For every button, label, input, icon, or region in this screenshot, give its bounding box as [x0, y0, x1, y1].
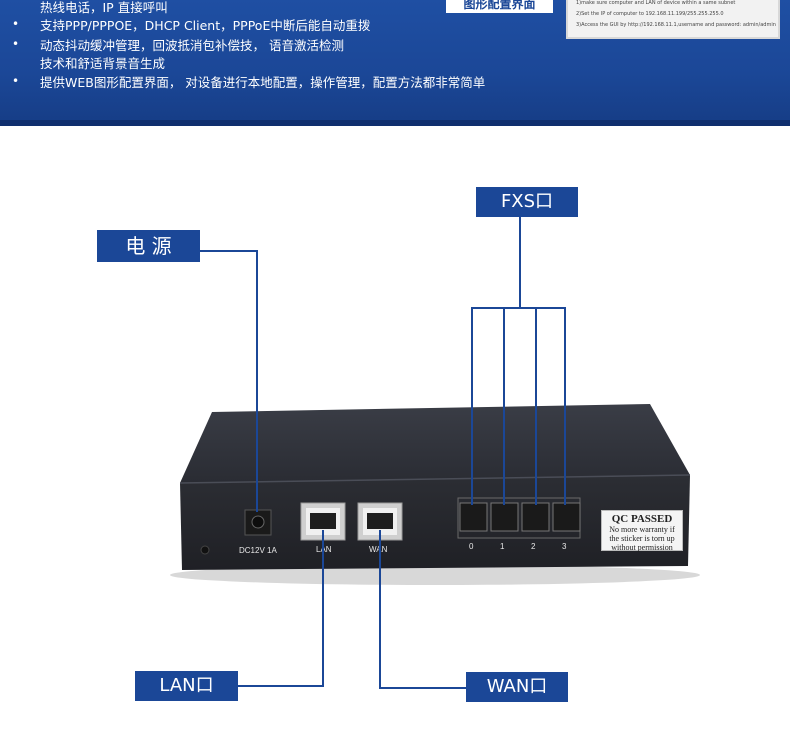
power-leader-h: [200, 250, 257, 252]
fxs-label-0: 0: [469, 542, 474, 551]
qc-line1: No more warranty if: [609, 525, 675, 534]
device-shadow: [170, 565, 700, 585]
feature-line-3: 技术和舒适背景音生成: [40, 56, 166, 71]
web-config-thumbnail: 1)make sure computer and LAN of device w…: [566, 0, 780, 39]
feature-line-1: 支持PPP/PPPOE，DHCP Client，PPPoE中断后能自动重拨: [40, 18, 371, 33]
fxs-leader-2: [535, 307, 537, 505]
wan-leader-h: [379, 687, 467, 689]
fxs-port-0: [459, 502, 488, 532]
qc-title: QC PASSED: [611, 513, 673, 525]
power-callout: 电 源: [97, 230, 200, 262]
fxs-label-1: 1: [500, 542, 505, 551]
fxs-port-3: [552, 502, 581, 532]
fxs-leader-0: [471, 307, 473, 505]
wan-leader-v: [379, 530, 381, 689]
lan-leader-v: [322, 530, 324, 687]
qc-sticker: QC PASSED No more warranty if the sticke…: [601, 510, 683, 552]
device-top: [180, 404, 690, 483]
power-leader-v: [256, 250, 258, 512]
thumb-line-0: 1)make sure computer and LAN of device w…: [576, 0, 736, 6]
fxs-callout: FXS口: [476, 187, 578, 217]
qc-line3: without permission: [611, 543, 673, 552]
qc-line2: the sticker is torn up: [609, 534, 675, 543]
banner-divider: [0, 120, 790, 126]
fxs-leader-bar: [471, 307, 566, 309]
power-port-label: DC12V 1A: [239, 546, 277, 555]
bullet-icon: •: [12, 17, 20, 31]
fxs-port-1: [490, 502, 519, 532]
device-front: [180, 475, 690, 570]
wan-callout: WAN口: [466, 672, 568, 702]
bullet-icon: •: [12, 74, 20, 88]
lan-leader-h: [238, 685, 324, 687]
fxs-label-3: 3: [562, 542, 567, 551]
wan-port-label: WAN: [369, 545, 387, 554]
lan-callout: LAN口: [135, 671, 238, 701]
feature-line-2: 动态抖动缓冲管理，回波抵消包补偿技， 语音激活检测: [40, 38, 344, 53]
fxs-leader-1: [503, 307, 505, 505]
feature-line-0: 热线电话，IP 直接呼叫: [40, 0, 168, 15]
fxs-label-2: 2: [531, 542, 536, 551]
feature-line-4: 提供WEB图形配置界面， 对设备进行本地配置，操作管理，配置方法都非常简单: [40, 75, 486, 90]
thumb-line-2: 3)Access the GUI by http://192.168.11.1,…: [576, 22, 776, 28]
fxs-leader-3: [564, 307, 566, 505]
fxs-port-2: [521, 502, 550, 532]
web-config-label: 图形配置界面: [446, 0, 553, 13]
fxs-leader-main: [519, 217, 521, 308]
bullet-icon: •: [12, 37, 20, 51]
thumb-line-1: 2)Set the IP of computer to 192.168.11.1…: [576, 11, 724, 17]
